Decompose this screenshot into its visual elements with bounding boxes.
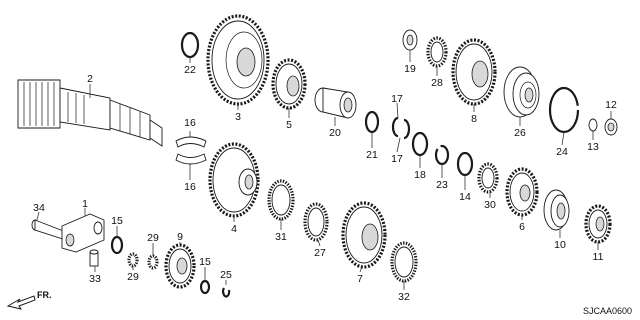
callout-15-a: 15 <box>111 215 123 227</box>
callout-8: 8 <box>471 113 477 125</box>
needle-bearing-30 <box>477 162 499 194</box>
callout-28: 28 <box>431 77 443 89</box>
callout-29-a: 29 <box>147 232 159 244</box>
callout-31: 31 <box>275 231 287 243</box>
gear-8 <box>451 38 497 106</box>
callout-11: 11 <box>593 251 604 263</box>
synchro-hub-26 <box>503 66 540 118</box>
callout-21: 21 <box>366 149 378 161</box>
callout-17-a: 17 <box>391 93 403 105</box>
callout-32: 32 <box>398 291 410 303</box>
callout-13: 13 <box>587 141 599 153</box>
collar-20 <box>314 87 357 119</box>
bolt-34 <box>31 219 67 241</box>
ring-23 <box>434 144 450 166</box>
callout-3: 3 <box>235 111 241 123</box>
arrow-icon <box>6 295 36 310</box>
callout-27: 27 <box>314 247 326 259</box>
washer-14 <box>456 151 474 177</box>
needle-bearing-28 <box>426 36 448 68</box>
callout-30: 30 <box>484 199 496 211</box>
callout-29-b: 29 <box>127 271 139 283</box>
friction-ring-31 <box>267 179 295 221</box>
sleeve-10 <box>543 189 570 231</box>
diagram-code: SJCAA0600 <box>583 306 632 316</box>
callout-14: 14 <box>459 191 471 203</box>
thrust-washer-16 <box>175 136 207 165</box>
washer-15-b <box>199 279 211 295</box>
washer-18 <box>411 131 429 157</box>
callout-15-b: 15 <box>199 256 211 268</box>
washer-13 <box>588 118 598 132</box>
gear-6 <box>505 167 539 217</box>
callout-17-b: 17 <box>391 153 403 165</box>
callout-33: 33 <box>89 273 101 285</box>
bearing-29-a <box>127 252 139 268</box>
callout-9: 9 <box>177 231 183 243</box>
washer-21 <box>364 110 380 134</box>
callout-4: 4 <box>231 223 237 235</box>
front-direction-indicator: FR. <box>6 290 52 310</box>
washer-22 <box>180 31 200 59</box>
callout-23: 23 <box>436 179 448 191</box>
washer-15-a <box>110 235 124 255</box>
gear-3 <box>206 14 270 106</box>
callout-1: 1 <box>82 198 88 210</box>
callout-25: 25 <box>220 269 232 281</box>
clip-25 <box>222 287 231 298</box>
callout-2: 2 <box>87 73 93 85</box>
callout-12: 12 <box>605 99 617 111</box>
gear-7 <box>341 201 387 269</box>
callout-7: 7 <box>357 273 363 285</box>
callout-24: 24 <box>556 146 568 158</box>
direction-label: FR. <box>37 290 52 300</box>
callout-5: 5 <box>286 119 292 131</box>
callout-10: 10 <box>554 239 566 251</box>
callout-22: 22 <box>184 64 196 76</box>
pin-33 <box>89 249 99 267</box>
gear-9 <box>164 243 196 289</box>
gear-4 <box>208 142 260 218</box>
mainshaft <box>17 79 163 147</box>
gear-5 <box>271 58 307 110</box>
callout-16-b: 16 <box>184 181 196 193</box>
collar-19 <box>402 29 418 51</box>
callout-34: 34 <box>33 202 45 214</box>
callout-16-a: 16 <box>184 117 196 129</box>
callout-18: 18 <box>414 169 426 181</box>
callout-6: 6 <box>519 221 525 233</box>
callout-labels: 1 2 3 4 5 6 7 8 9 10 11 12 13 14 15 15 1… <box>33 63 617 303</box>
snap-ring-24 <box>548 86 580 134</box>
callout-20: 20 <box>329 127 341 139</box>
bracket-1 <box>61 213 105 253</box>
needle-bearing-27 <box>303 202 329 242</box>
nut-12 <box>604 118 618 136</box>
friction-ring-32 <box>390 241 418 283</box>
callout-19: 19 <box>404 63 416 75</box>
gear-11 <box>584 204 612 244</box>
callout-26: 26 <box>514 127 526 139</box>
split-collar-17 <box>391 116 411 140</box>
bearing-29-b <box>147 254 159 270</box>
leader-lines <box>36 50 612 290</box>
